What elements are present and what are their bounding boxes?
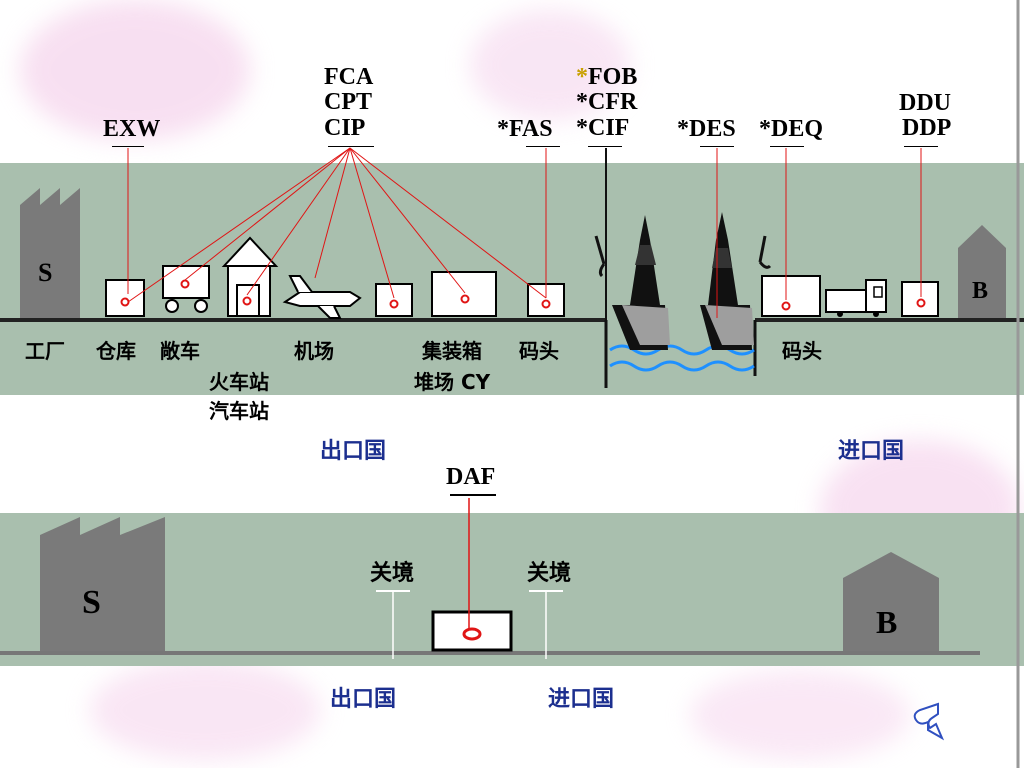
factory-icon [843, 552, 939, 651]
export-country-label-bottom: 出口国 [330, 687, 397, 712]
factory-icon [958, 225, 1006, 318]
term-fas: *FAS [497, 116, 553, 142]
leader-lines [127, 147, 922, 318]
term-cip: CIP [324, 115, 366, 141]
warehouse-box-icon [761, 275, 821, 317]
buyer-label: B [972, 278, 989, 304]
term-underline [588, 146, 622, 147]
bottom-ground-line [0, 651, 980, 655]
top-ground-line [0, 318, 605, 322]
term-underline [328, 146, 374, 147]
background-blossom [90, 660, 320, 760]
top-ground-line-import [755, 318, 1024, 322]
location-airport: 机场 [294, 339, 334, 363]
warehouse-box-icon [105, 279, 145, 317]
factory-icon [20, 188, 80, 318]
location-import-wharf: 码头 [782, 339, 822, 363]
term-daf: DAF [446, 464, 496, 490]
term-cfr: *CFR [576, 89, 638, 115]
term-ddu: DDU [899, 90, 951, 116]
crane-hook-icon [758, 235, 772, 269]
open-wagon-icon [162, 265, 210, 313]
term-underline [112, 146, 144, 147]
term-fob: *FOB [576, 65, 637, 90]
background-blossom [470, 10, 630, 120]
frontier-underline-left [376, 590, 410, 592]
ship-icon [700, 212, 754, 350]
crane-hook-icon [594, 235, 606, 278]
location-bus-station: 汽车站 [209, 399, 269, 423]
warehouse-box-icon [901, 281, 939, 317]
return-arrow-icon[interactable] [908, 700, 952, 744]
factory-icon [40, 517, 165, 651]
station-house-icon [221, 236, 279, 317]
term-underline [904, 146, 938, 147]
seller-label: S [82, 584, 101, 621]
frontier-label-left: 关境 [370, 561, 415, 586]
location-factory: 工厂 [25, 339, 65, 363]
location-container-yard-cy: 堆场 CY [414, 370, 491, 394]
term-fob-star: * [576, 64, 588, 90]
location-rail-station: 火车站 [209, 370, 269, 394]
location-container-yard: 集装箱 [422, 339, 482, 363]
truck-icon [825, 279, 887, 317]
location-open-wagon: 敞车 [160, 339, 200, 363]
import-country-label: 进口国 [838, 439, 905, 464]
term-exw: EXW [103, 116, 161, 142]
term-des: *DES [677, 116, 736, 142]
buyer-label: B [876, 604, 898, 640]
airplane-icon [282, 275, 362, 319]
ship-icon [612, 215, 670, 350]
container-icon [431, 271, 497, 317]
term-underline [700, 146, 734, 147]
warehouse-box-icon [431, 610, 513, 652]
term-cif: *CIF [576, 115, 630, 141]
term-deq: *DEQ [759, 116, 824, 142]
frontier-underline-right [529, 590, 563, 592]
seller-label: S [38, 258, 53, 287]
frontier-label-right: 关境 [527, 561, 572, 586]
term-ddp: DDP [902, 115, 952, 141]
import-country-label-bottom: 进口国 [548, 687, 615, 712]
warehouse-box-icon [375, 283, 413, 317]
term-fca: FCA [324, 64, 374, 90]
term-underline [526, 146, 560, 147]
export-country-label: 出口国 [320, 439, 387, 464]
background-blossom [690, 670, 910, 760]
term-underline [770, 146, 804, 147]
term-fob-text: FOB [588, 64, 638, 90]
background-blossom [20, 0, 250, 140]
return-arrow-icon[interactable] [908, 700, 952, 744]
term-cpt: CPT [324, 89, 372, 115]
location-export-wharf: 码头 [519, 339, 559, 363]
term-underline [450, 494, 496, 496]
location-warehouse: 仓库 [96, 339, 136, 363]
